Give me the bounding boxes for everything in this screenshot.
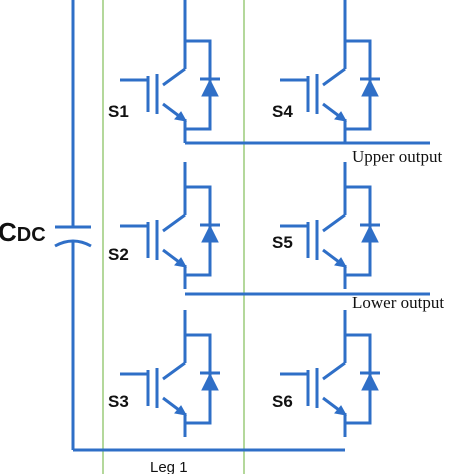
switch-label-s1: S1 (108, 102, 129, 121)
lower-output-label: Lower output (352, 293, 444, 312)
switch-cell-s3 (120, 310, 212, 437)
leg-1-label: Leg 1 (150, 459, 188, 474)
switch-label-s5: S5 (272, 233, 293, 252)
switch-label-s6: S6 (272, 392, 293, 411)
diode-branch-wire (185, 333, 212, 425)
switch-label-s4: S4 (272, 102, 293, 121)
capacitor-label: CDC (0, 217, 46, 247)
collector-lead (162, 213, 186, 233)
diode-triangle-icon (201, 224, 219, 243)
switch-cell-s1 (120, 16, 212, 143)
switch-label-s3: S3 (108, 392, 129, 411)
emitter-arrow-icon (334, 257, 347, 268)
collector-lead (162, 361, 186, 381)
output-wiring (185, 141, 430, 296)
diode-branch-wire (345, 333, 372, 425)
diode-triangle-icon (361, 224, 379, 243)
emitter-arrow-icon (174, 111, 187, 122)
collector-lead (162, 67, 186, 87)
diode-branch-wire (345, 185, 372, 277)
diode-triangle-icon (201, 78, 219, 97)
switch-cell-s4 (280, 16, 372, 143)
switch-cell-s6 (280, 310, 372, 437)
dc-bus-wiring (71, 0, 347, 452)
capacitor-bottom-plate (54, 239, 92, 248)
switch-cell-s2 (120, 162, 212, 289)
diode-branch-wire (185, 39, 212, 131)
diode-triangle-icon (201, 372, 219, 391)
capacitor-label-sub: DC (17, 224, 46, 246)
collector-lead (322, 67, 346, 87)
emitter-arrow-icon (334, 111, 347, 122)
switch-cell-s5 (280, 162, 372, 289)
capacitor-label-main: C (0, 217, 17, 247)
emitter-arrow-icon (174, 405, 187, 416)
diode-branch-wire (185, 185, 212, 277)
diode-triangle-icon (361, 372, 379, 391)
switch-cells (120, 16, 380, 437)
emitter-arrow-icon (174, 257, 187, 268)
upper-output-label: Upper output (352, 147, 442, 166)
collector-lead (322, 213, 346, 233)
dc-capacitor (54, 225, 92, 248)
collector-lead (322, 361, 346, 381)
diode-branch-wire (345, 39, 372, 131)
leg-boundaries (102, 0, 245, 474)
emitter-arrow-icon (334, 405, 347, 416)
diode-triangle-icon (361, 78, 379, 97)
switch-label-s2: S2 (108, 245, 129, 264)
